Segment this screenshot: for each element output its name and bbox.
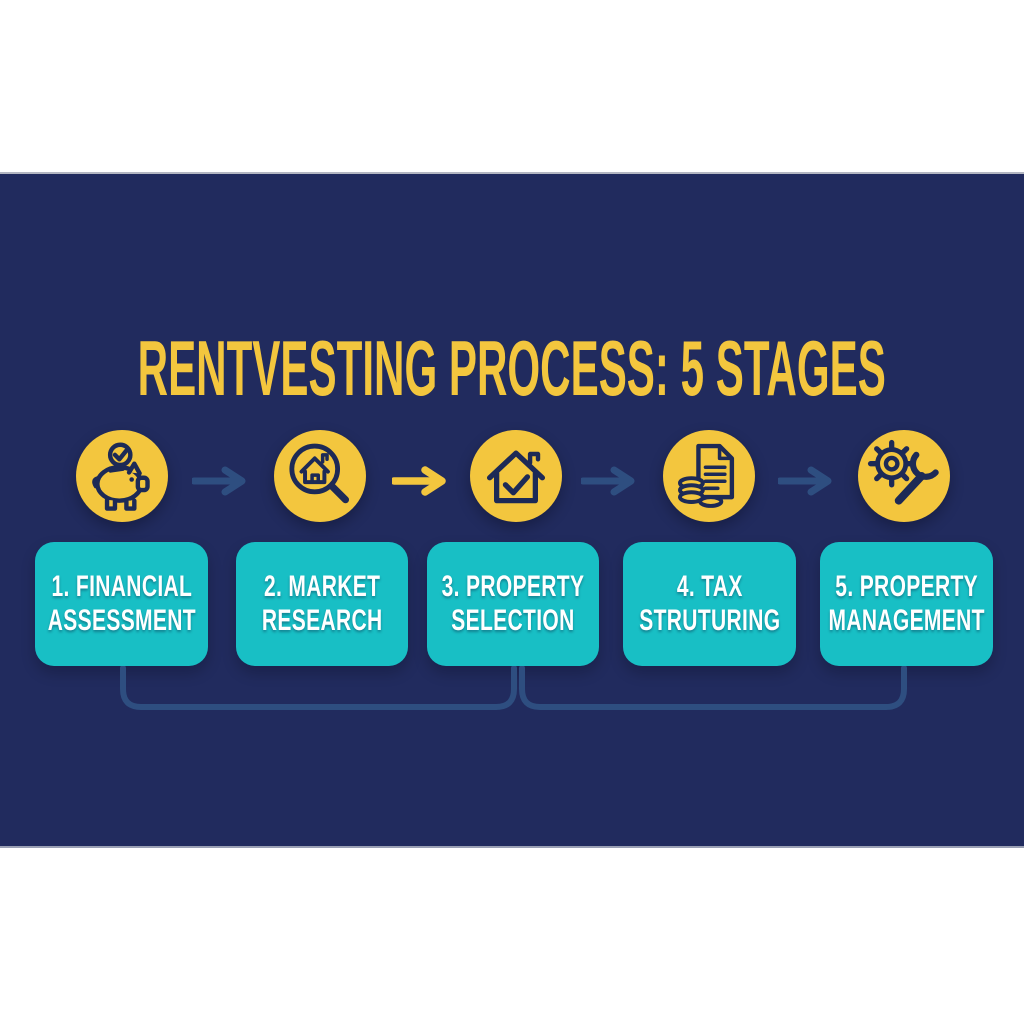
arrow-right-icon — [778, 466, 832, 496]
stage-label-line1: 2. MARKET — [263, 570, 381, 603]
arrow-right-icon — [392, 466, 446, 496]
stage-label-line2: RESEARCH — [261, 604, 383, 637]
stage-label-line1: 1. FINANCIAL — [51, 570, 192, 603]
page-title: RENTVESTING PROCESS: 5 STAGES — [0, 324, 1024, 412]
page-title-text: RENTVESTING PROCESS: 5 STAGES — [137, 323, 887, 412]
stage-1-icon-circle — [76, 430, 168, 522]
house-checkmark-icon — [486, 450, 546, 504]
stage-4-icon-circle — [663, 430, 755, 522]
poster-background: RENTVESTING PROCESS: 5 STAGES — [0, 172, 1024, 848]
arrow-right-icon — [192, 466, 246, 496]
gear-wrench-icon — [867, 439, 939, 505]
stage-connector-lines — [120, 666, 907, 710]
stage-label-line1: 3. PROPERTY — [441, 570, 585, 603]
stage-label-line1: 4. TAX — [676, 570, 743, 603]
document-coins-icon — [677, 443, 735, 508]
stage-label-line1: 5. PROPERTY — [835, 570, 978, 603]
stage-label-line2: STRUTURING — [638, 604, 781, 637]
stage-3-icon-circle — [470, 430, 562, 522]
piggy-bank-savings-icon — [92, 442, 150, 511]
stage-label-line2: SELECTION — [451, 604, 575, 637]
stage-5-icon-circle — [858, 430, 950, 522]
stage-2-icon-circle — [274, 430, 366, 522]
stage-label-line2: MANAGEMENT — [828, 604, 985, 637]
house-magnifier-icon — [289, 443, 350, 504]
arrow-right-icon — [581, 466, 635, 496]
stage-label-line2: ASSESSMENT — [47, 604, 196, 637]
